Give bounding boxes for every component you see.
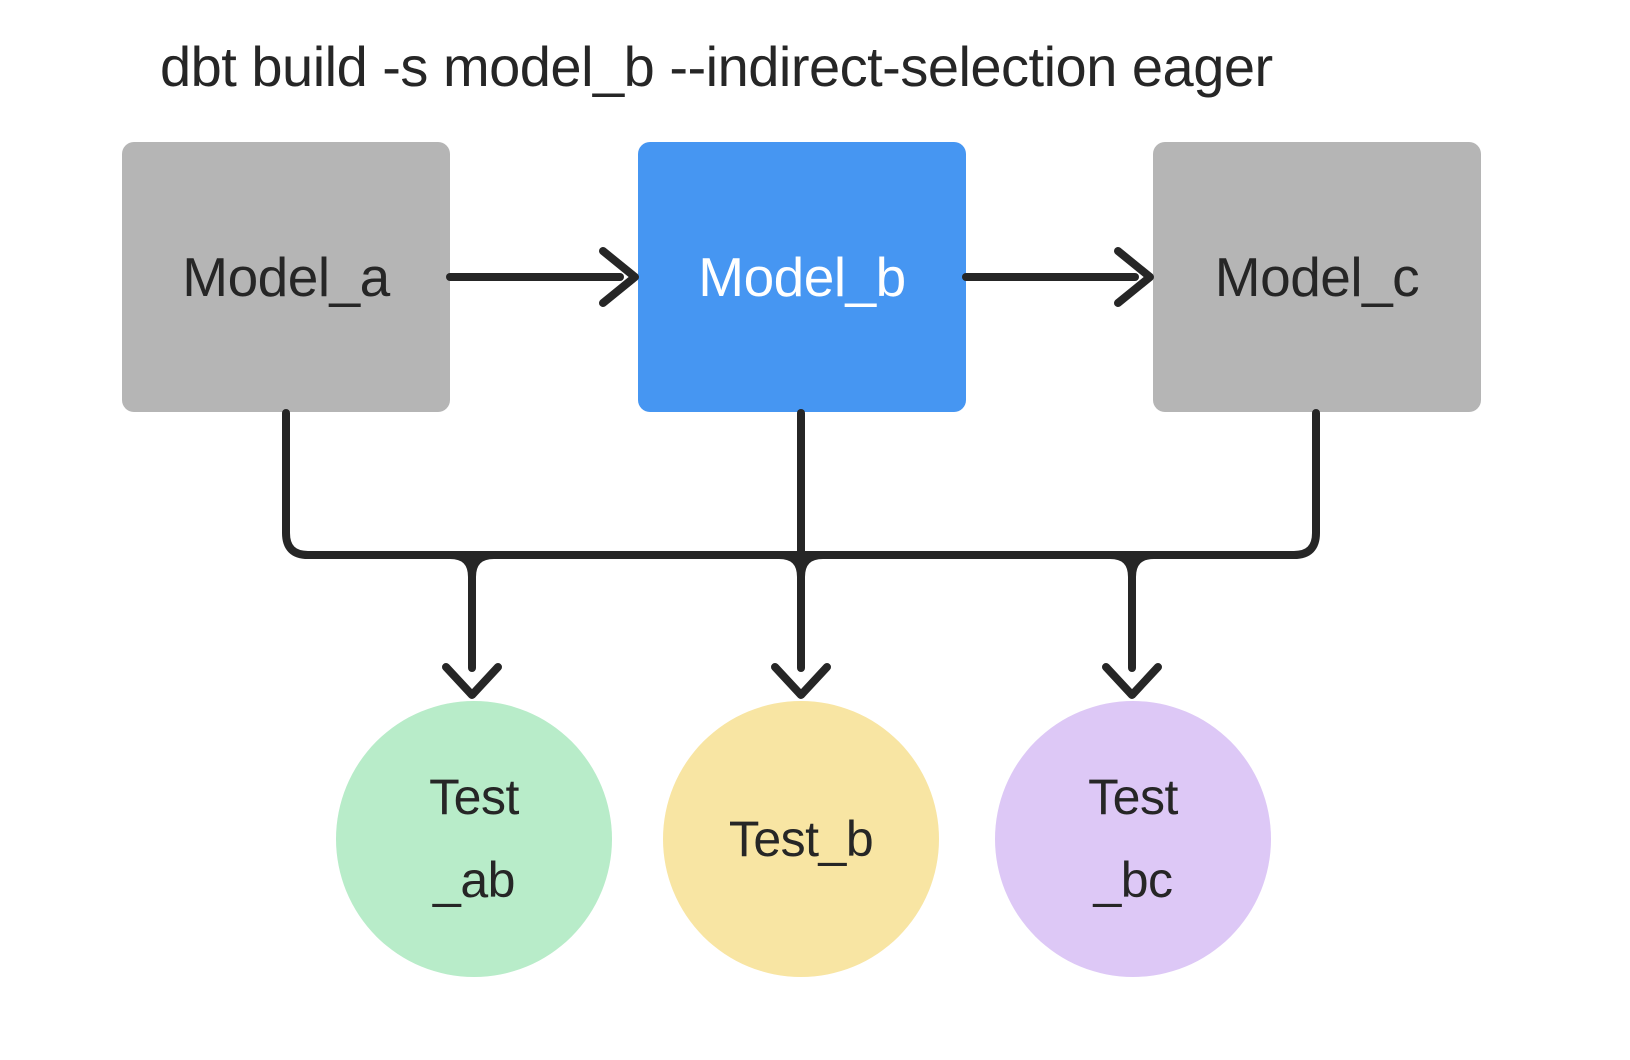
bus-shoulder [1128, 551, 1158, 581]
arrow-right-icon [599, 247, 639, 307]
test-ab-node: Test _ab [336, 701, 612, 977]
bus-shoulder [775, 551, 805, 581]
bus-shoulder [468, 551, 498, 581]
bus-shoulder [1106, 551, 1136, 581]
model-c-label: Model_c [1214, 246, 1420, 308]
bus-shoulder [446, 551, 476, 581]
edge-test-bus [282, 409, 1320, 559]
model-b-label: Model_b [698, 246, 906, 308]
arrow-down-icon [1102, 663, 1162, 699]
arrow-right-icon [1114, 247, 1154, 307]
model-c-node: Model_c [1153, 142, 1481, 412]
test-b-label: Test_b [728, 810, 874, 867]
command-title: dbt build -s model_b --indirect-selectio… [160, 35, 1273, 98]
model-b-node-selected: Model_b [638, 142, 966, 412]
test-bc-label-line2: _bc [1093, 852, 1173, 908]
test-ab-label-line1: Test [429, 769, 519, 825]
arrow-down-icon [771, 663, 831, 699]
arrow-down-icon [442, 663, 502, 699]
bus-shoulder [797, 551, 827, 581]
test-bc-label-line1: Test [1088, 769, 1178, 825]
model-a-label: Model_a [182, 246, 390, 308]
model-a-node: Model_a [122, 142, 450, 412]
test-b-node: Test_b [663, 701, 939, 977]
test-bc-node: Test _bc [995, 701, 1271, 977]
test-ab-label-line2: _ab [433, 852, 515, 908]
